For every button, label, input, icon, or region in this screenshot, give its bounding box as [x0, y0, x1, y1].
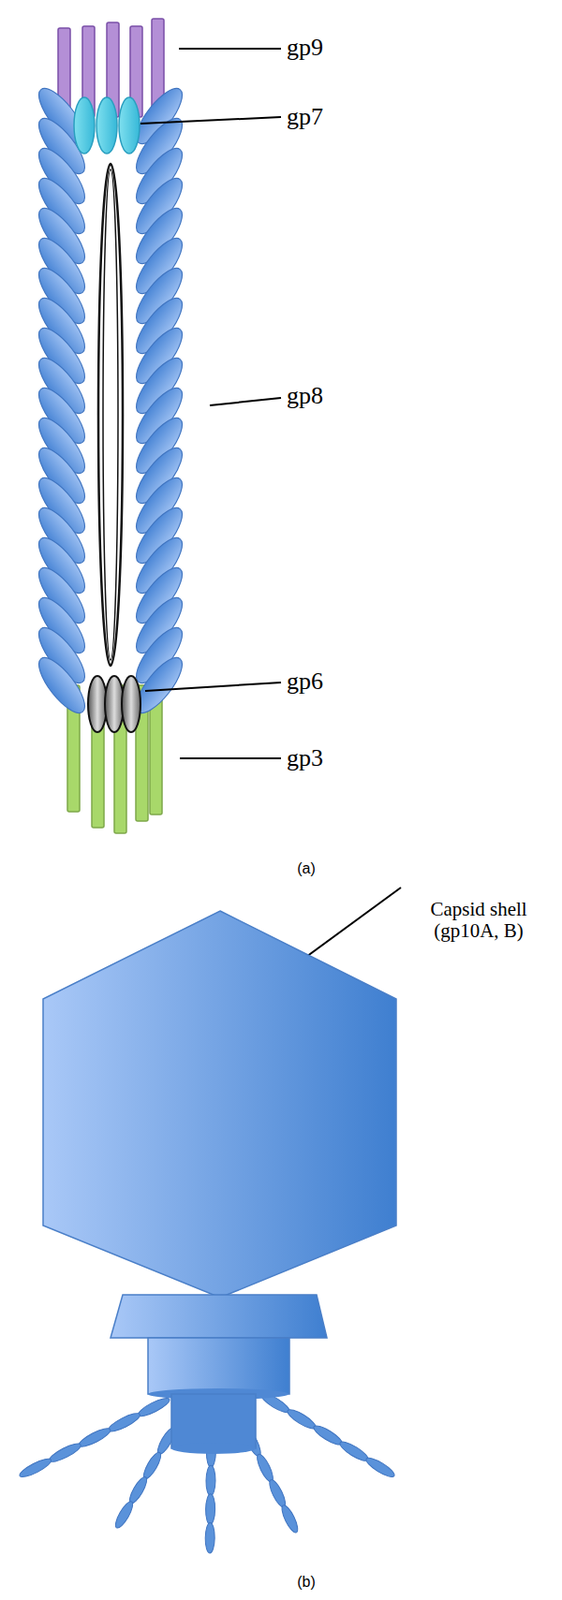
fiber-segment: [126, 1475, 150, 1507]
panel-label: (a): [296, 860, 316, 878]
fiber-segment: [205, 1494, 215, 1526]
fiber-segment: [364, 1455, 398, 1481]
part-label: gp3: [286, 745, 324, 773]
tail-body: [147, 1338, 290, 1395]
gp7-ellipses: [73, 97, 140, 154]
collar: [110, 1295, 327, 1339]
fiber-segment: [46, 1441, 83, 1466]
tail-tip-base: [171, 1443, 256, 1455]
leader-lines: [140, 48, 401, 958]
dna-loop: [98, 163, 123, 666]
fiber-segment: [135, 1395, 172, 1420]
fiber-segment: [285, 1406, 319, 1433]
coat-ellipse: [31, 651, 93, 721]
part-label: gp7: [286, 103, 324, 132]
part-label: Capsid shell (gp10A, B): [408, 899, 549, 943]
fiber-segment: [205, 1523, 215, 1554]
fiber-segment: [76, 1425, 113, 1450]
part-label: gp8: [286, 383, 324, 411]
fiber-segment: [338, 1439, 371, 1465]
fiber-segment: [206, 1465, 216, 1497]
panel-label: (b): [296, 1574, 316, 1592]
part-label: gp6: [286, 668, 324, 696]
fiber-segment: [106, 1410, 143, 1435]
fiber-segment: [17, 1456, 54, 1481]
tail-tip: [171, 1394, 256, 1450]
capsid-shell: [43, 911, 397, 1299]
gp8-coat: [31, 82, 191, 721]
gp6-ellipses: [88, 676, 141, 733]
fiber-segment: [311, 1423, 345, 1450]
tail-fibers: [17, 1390, 398, 1554]
fiber-segment: [253, 1452, 276, 1484]
fiber-segment: [266, 1478, 289, 1510]
fiber-segment: [140, 1450, 164, 1482]
part-label: gp9: [286, 34, 324, 62]
fiber-segment: [112, 1499, 136, 1531]
fiber-segment: [279, 1504, 301, 1536]
